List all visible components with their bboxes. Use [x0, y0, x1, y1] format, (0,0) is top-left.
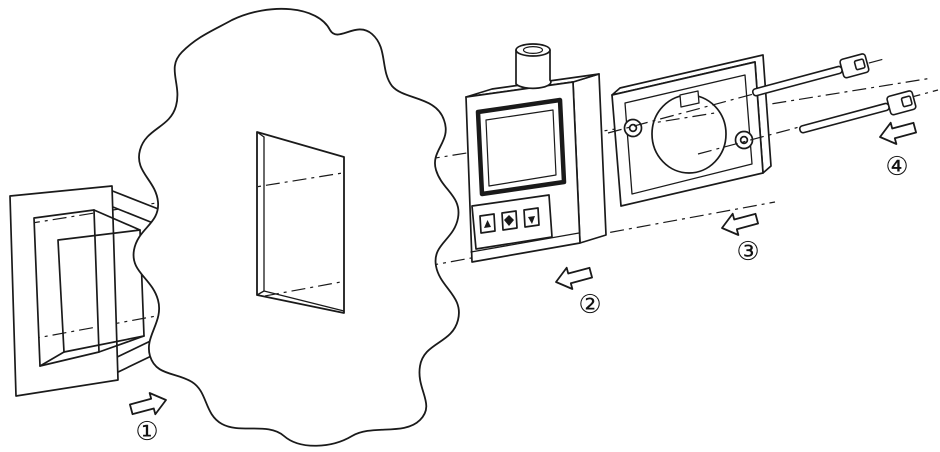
adapter-screw-bosses — [623, 118, 754, 150]
step1-arrow-icon — [127, 388, 170, 421]
step-labels: ① ② ③ ④ — [135, 152, 908, 447]
panel-blob — [132, 8, 460, 447]
screw-upper — [749, 52, 871, 103]
display-screen-inner — [485, 109, 557, 187]
down-arrow-icon — [528, 216, 535, 224]
front-bezel-frame — [9, 185, 169, 397]
step2-label: ② — [578, 290, 601, 320]
step3-label: ③ — [736, 237, 759, 267]
pressure-switch-unit — [465, 43, 607, 263]
cutout-thickness-edges — [256, 131, 345, 312]
case-split-line — [470, 232, 580, 253]
step3-arrow-icon — [718, 207, 761, 240]
mounting-adapter — [611, 54, 772, 207]
up-arrow-icon — [484, 220, 491, 228]
adapter-rim — [624, 74, 753, 195]
mode-diamond-icon — [504, 215, 514, 226]
keypad — [471, 194, 553, 250]
bezel-inner-walls — [39, 209, 145, 367]
step2-arrow-icon — [552, 261, 595, 294]
display-screen — [475, 97, 567, 197]
step4-arrow-icon — [876, 116, 919, 149]
step4-label: ④ — [885, 152, 908, 182]
screw-axis-centerlines — [607, 58, 939, 155]
mounting-panel — [132, 8, 460, 447]
adapter-keyway-notch — [679, 90, 700, 108]
adapter-front-face — [611, 61, 764, 207]
pneumatic-port — [515, 43, 552, 90]
step1-label: ① — [135, 417, 158, 447]
